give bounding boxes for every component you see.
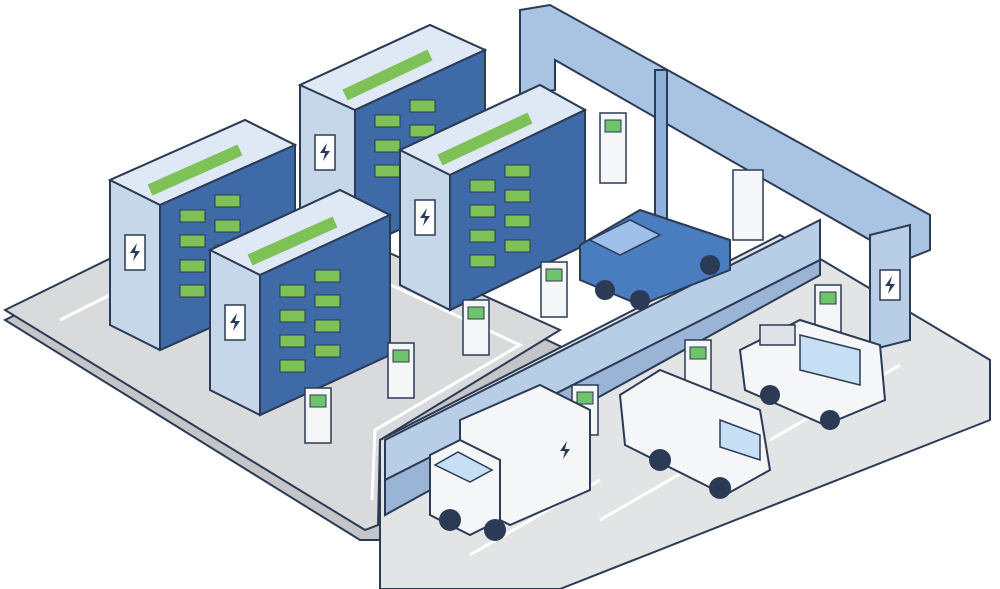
charging-station-icon <box>304 387 332 444</box>
charging-stations <box>304 112 842 444</box>
blue-pickup-truck <box>579 208 731 310</box>
battery-cabinet-3 <box>397 83 588 312</box>
charging-station-icon <box>462 299 490 356</box>
charging-station-icon <box>732 169 764 241</box>
battery-cabinet-4 <box>207 188 393 417</box>
charging-station-icon <box>387 342 415 399</box>
electric-box-truck <box>429 383 591 541</box>
white-flatbed-truck <box>738 318 887 430</box>
charging-station-icon <box>540 261 568 318</box>
white-van <box>618 368 772 499</box>
charging-station-icon <box>599 112 627 184</box>
